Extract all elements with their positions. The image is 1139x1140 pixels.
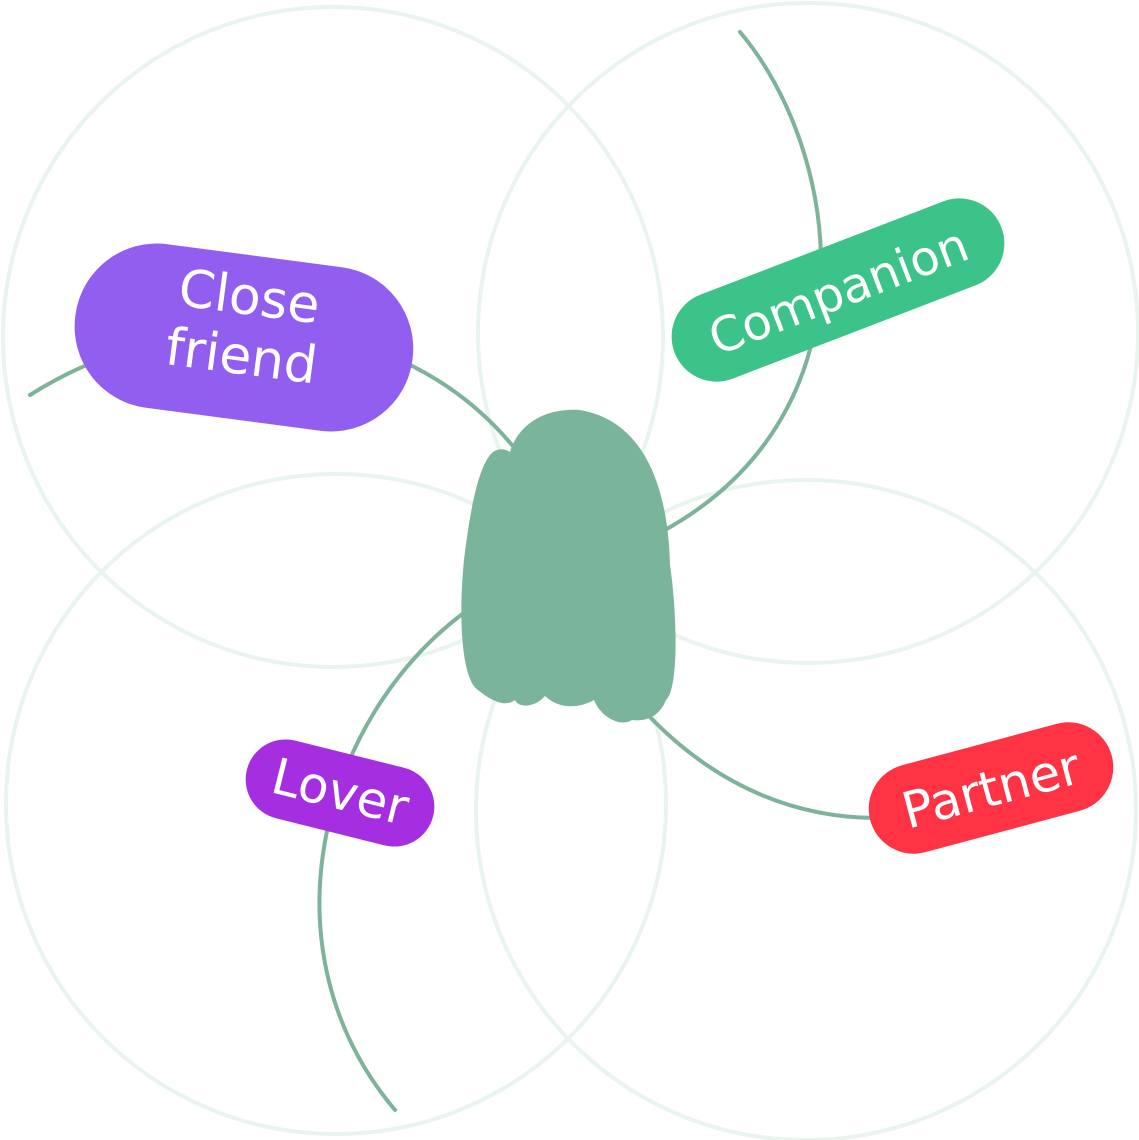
connectors	[28, 30, 880, 1112]
background-circle	[476, 1, 1139, 665]
center-blob	[461, 409, 676, 723]
partner-pill	[868, 722, 1114, 854]
close-friend-pill	[74, 243, 414, 432]
connector-lover	[317, 610, 467, 1112]
lover-pill	[245, 739, 435, 847]
label-companion: Companion	[671, 198, 1005, 382]
companion-pill	[671, 198, 1005, 382]
background-circle	[1, 5, 665, 669]
background-circle	[4, 472, 668, 1136]
background-circle	[474, 478, 1138, 1140]
connector-partner	[646, 713, 880, 820]
label-close-friend: Close friend	[74, 243, 414, 432]
label-lover: Lover	[245, 739, 435, 847]
label-partner: Partner	[868, 722, 1114, 854]
